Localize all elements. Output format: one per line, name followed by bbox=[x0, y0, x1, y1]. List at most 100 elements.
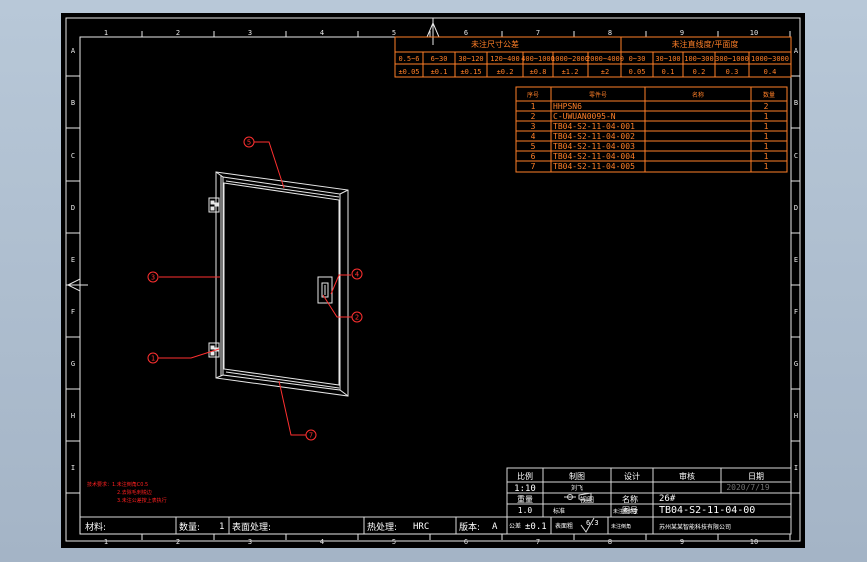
version-value: A bbox=[492, 522, 498, 532]
checked-label: 审核 bbox=[679, 471, 695, 481]
projection-symbol-icon bbox=[564, 492, 592, 502]
grid-col-bottom-2: 2 bbox=[176, 538, 180, 546]
tol-geo-range: 300~1000 bbox=[715, 55, 749, 63]
weight-label: 重量 bbox=[517, 494, 533, 504]
tech-note-2: 2.去除毛刺锐边 bbox=[117, 489, 152, 496]
grid-row-right-F: F bbox=[794, 308, 798, 316]
ra-label: 表面粗 bbox=[555, 522, 573, 530]
balloon-label-1: 1 bbox=[151, 355, 155, 363]
grid-col-top-3: 3 bbox=[248, 29, 252, 37]
grid-row-left-I: I bbox=[71, 464, 75, 472]
bom-row-qty: 1 bbox=[764, 162, 769, 171]
tol-linear-value: ±0.8 bbox=[530, 68, 547, 76]
leader-lines bbox=[158, 141, 352, 436]
drawing-no-label: 图号 bbox=[622, 506, 638, 515]
bom-row-part: TB04-S2-11-04-001 bbox=[553, 122, 635, 131]
tol-linear-range: 2000~4000 bbox=[586, 55, 624, 63]
bom-table bbox=[515, 86, 788, 173]
quantity-value: 1 bbox=[219, 522, 224, 532]
standard-value: 未注粗糙度 bbox=[613, 508, 638, 515]
balloon-label-3: 3 bbox=[151, 274, 155, 282]
hinge-bottom bbox=[208, 342, 220, 358]
bom-row-qty: 1 bbox=[764, 152, 769, 161]
grid-col-bottom-1: 1 bbox=[104, 538, 108, 546]
grid-row-left-C: C bbox=[71, 152, 75, 160]
grid-row-right-E: E bbox=[794, 256, 798, 264]
door-assembly bbox=[208, 171, 349, 397]
balloon-circle bbox=[147, 352, 159, 364]
bom-row-no: 5 bbox=[531, 142, 536, 151]
tol-geo-value: 0.2 bbox=[693, 68, 706, 76]
scale-label: 比例 bbox=[517, 471, 533, 481]
bom-header: 序号 bbox=[527, 91, 539, 99]
bom-header: 零件号 bbox=[589, 91, 607, 99]
balloon-circle bbox=[305, 429, 317, 441]
grid-col-top-5: 5 bbox=[392, 29, 396, 37]
scale-value: 1:10 bbox=[514, 484, 536, 494]
tech-note-3: 3.未注公差按上表执行 bbox=[117, 497, 167, 504]
bom-row-no: 3 bbox=[531, 122, 536, 131]
grid-col-bottom-5: 5 bbox=[392, 538, 396, 546]
grid-col-bottom-7: 7 bbox=[536, 538, 540, 546]
tol-linear-range: 400~1000 bbox=[521, 55, 555, 63]
tol-linear-value: ±0.15 bbox=[460, 68, 481, 76]
bom-row-qty: 1 bbox=[764, 132, 769, 141]
drawn-by: 刘飞 bbox=[571, 484, 583, 492]
tol-geo-range: 1000~3000 bbox=[751, 55, 789, 63]
grid-col-bottom-9: 9 bbox=[680, 538, 684, 546]
bom-row-qty: 2 bbox=[764, 102, 769, 111]
tol-linear-range: 0.5~6 bbox=[398, 55, 419, 63]
tol-geo-range: 30~100 bbox=[655, 55, 680, 63]
heat-label: 热处理: bbox=[367, 521, 397, 533]
surface-label: 表面处理: bbox=[232, 521, 271, 533]
grid-col-bottom-10: 10 bbox=[750, 538, 758, 546]
bom-row-part: TB04-S2-11-04-003 bbox=[553, 142, 635, 151]
balloon-circle bbox=[147, 271, 159, 283]
tol-geo-value: 0.05 bbox=[629, 68, 646, 76]
tol-geo-range: 100~300 bbox=[684, 55, 714, 63]
heat-value: HRC bbox=[413, 522, 429, 532]
title-block-text: 比例 1:10 制图 刘飞 设计 审核 日期 2020/7/19 重量 1.0 … bbox=[85, 471, 770, 533]
grid-row-right-B: B bbox=[794, 99, 798, 107]
door-handle bbox=[317, 276, 333, 304]
balloon-label-4: 4 bbox=[355, 271, 359, 279]
balloon-circle bbox=[351, 268, 363, 280]
grid-col-top-2: 2 bbox=[176, 29, 180, 37]
tolerance-geo-title: 未注直线度/平面度 bbox=[672, 39, 739, 49]
tol-value: ±0.1 bbox=[525, 522, 547, 532]
tol-linear-range: 6~30 bbox=[431, 55, 448, 63]
grid-row-left-F: F bbox=[71, 308, 75, 316]
company-name: 苏州某某智能科技有限公司 bbox=[659, 523, 731, 531]
grid-col-bottom-4: 4 bbox=[320, 538, 324, 546]
grid-col-top-7: 7 bbox=[536, 29, 540, 37]
tol-linear-range: 30~120 bbox=[458, 55, 483, 63]
roughness-symbol-icon bbox=[580, 517, 595, 533]
tol-geo-value: 0.4 bbox=[764, 68, 777, 76]
tol-geo-range: 0~30 bbox=[629, 55, 646, 63]
grid-row-left-H: H bbox=[71, 412, 75, 420]
standard-label: 标准 bbox=[553, 507, 565, 515]
tol-linear-value: ±0.05 bbox=[398, 68, 419, 76]
date-label: 日期 bbox=[748, 472, 764, 481]
projection-label: 视图 bbox=[580, 495, 594, 504]
tolerance-table bbox=[394, 36, 792, 78]
designed-label: 设计 bbox=[624, 471, 640, 481]
bom-row-part: TB04-S2-11-04-002 bbox=[553, 132, 635, 141]
balloon-circle bbox=[351, 311, 363, 323]
bom-header: 数量 bbox=[763, 91, 775, 99]
bom-row-no: 4 bbox=[531, 132, 536, 141]
bom-row-no: 1 bbox=[531, 102, 536, 111]
title-block bbox=[80, 467, 792, 535]
tol-geo-value: 0.3 bbox=[726, 68, 739, 76]
grid-row-left-B: B bbox=[71, 99, 75, 107]
grid-row-right-H: H bbox=[794, 412, 798, 420]
date-value: 2020/7/19 bbox=[726, 483, 770, 492]
tol-linear-range: 1000~2000 bbox=[551, 55, 589, 63]
bom-row-no: 6 bbox=[531, 152, 536, 161]
unmarked-label: 未注倒角 bbox=[611, 523, 631, 530]
